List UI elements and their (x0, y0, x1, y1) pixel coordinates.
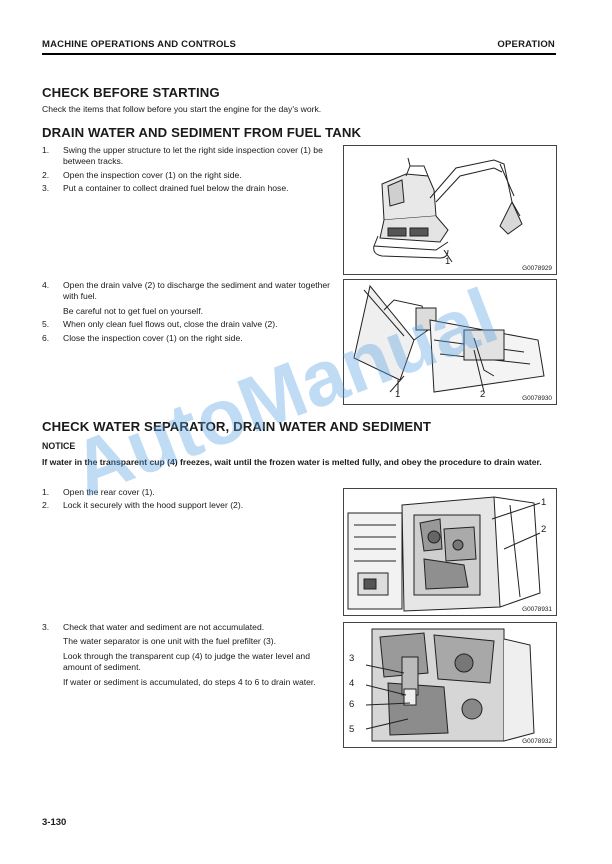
step-text: Open the rear cover (1). (63, 487, 155, 497)
step-note: Look through the transparent cup (4) to … (63, 650, 310, 673)
drain-valve-figure: 1 2 G0078930 (343, 279, 557, 405)
step-number: 6. (42, 332, 50, 343)
step-number: 1. (42, 487, 50, 497)
step-item: 1. Open the rear cover (1). (42, 487, 334, 498)
step-text: When only clean fuel flows out, close th… (63, 319, 278, 330)
figure-code: G0078931 (522, 606, 552, 613)
check-before-intro: Check the items that follow before you s… (42, 104, 322, 114)
step-note: If water or sediment is accumulated, do … (63, 676, 316, 687)
drain-valve-illustration (353, 284, 545, 394)
water-separator-illustration (365, 628, 535, 742)
figure-callout: 2 (480, 389, 486, 400)
running-header-right: OPERATION (497, 39, 555, 50)
excavator-figure: 1 G0078929 (343, 145, 557, 275)
step-number: 3. (42, 622, 50, 632)
step-note: The water separator is one unit with the… (63, 636, 277, 647)
drain-fuel-title: DRAIN WATER AND SEDIMENT FROM FUEL TANK (42, 125, 362, 140)
step-number: 2. (42, 169, 50, 180)
figure-code: G0078932 (522, 738, 552, 745)
figure-callout: 4 (349, 678, 355, 689)
figure-callout: 1 (541, 497, 547, 508)
notice-text: If water in the transparent cup (4) free… (42, 457, 542, 467)
figure-callout: 1 (395, 389, 401, 400)
step-text: Check that water and sediment are not ac… (63, 622, 265, 632)
drain-fuel-steps-a: 1. Swing the upper structure to let the r… (42, 145, 334, 197)
step-text: Lock it securely with the hood support l… (63, 500, 244, 511)
step-text: Swing the upper structure to let the rig… (63, 145, 323, 167)
figure-callout: 6 (349, 699, 355, 710)
step-item: 2. Lock it securely with the hood support… (42, 500, 334, 511)
header-rule (42, 53, 556, 55)
rear-cover-illustration (347, 496, 541, 612)
step-text: Open the inspection cover (1) on the rig… (63, 169, 242, 180)
water-separator-steps-b: 3. Check that water and sediment are not … (42, 622, 334, 690)
step-item: 3. Put a container to collect drained fue… (42, 183, 334, 194)
figure-callout: 1 (445, 256, 451, 267)
excavator-illustration (373, 157, 523, 263)
drain-fuel-steps-b: 4. Open the drain valve (2) to discharge … (42, 280, 334, 346)
check-before-title: CHECK BEFORE STARTING (42, 85, 220, 100)
step-item: 2. Open the inspection cover (1) on the r… (42, 170, 334, 181)
step-text: Close the inspection cover (1) on the ri… (63, 332, 243, 343)
step-number: 5. (42, 319, 50, 330)
rear-cover-figure: 1 2 G0078931 (343, 488, 557, 616)
figure-callout: 2 (541, 524, 547, 535)
figure-code: G0078929 (522, 265, 552, 272)
step-item: 3. Check that water and sediment are not … (42, 622, 334, 688)
step-note: Be careful not to get fuel on yourself. (63, 305, 203, 316)
figure-callout: 3 (349, 653, 355, 664)
water-separator-steps-a: 1. Open the rear cover (1). 2. Lock it sec… (42, 487, 334, 514)
step-item: 4. Open the drain valve (2) to discharge … (42, 280, 334, 317)
water-separator-title: CHECK WATER SEPARATOR, DRAIN WATER AND S… (42, 419, 432, 434)
step-number: 4. (42, 280, 50, 290)
step-number: 3. (42, 183, 50, 194)
notice-title: NOTICE (42, 441, 76, 451)
step-number: 2. (42, 500, 50, 511)
figure-code: G0078930 (522, 395, 552, 402)
step-text: Put a container to collect drained fuel … (63, 183, 289, 194)
step-text: Open the drain valve (2) to discharge th… (63, 280, 331, 302)
page-number: 3-130 (42, 817, 67, 828)
step-number: 1. (42, 145, 50, 155)
water-separator-figure: 3 4 6 5 G0078932 (343, 622, 557, 748)
figure-callout: 5 (349, 724, 355, 735)
running-header-left: MACHINE OPERATIONS AND CONTROLS (42, 39, 237, 50)
step-item: 1. Swing the upper structure to let the r… (42, 145, 334, 168)
step-item: 6. Close the inspection cover (1) on the … (42, 333, 334, 344)
step-item: 5. When only clean fuel flows out, close … (42, 319, 334, 330)
